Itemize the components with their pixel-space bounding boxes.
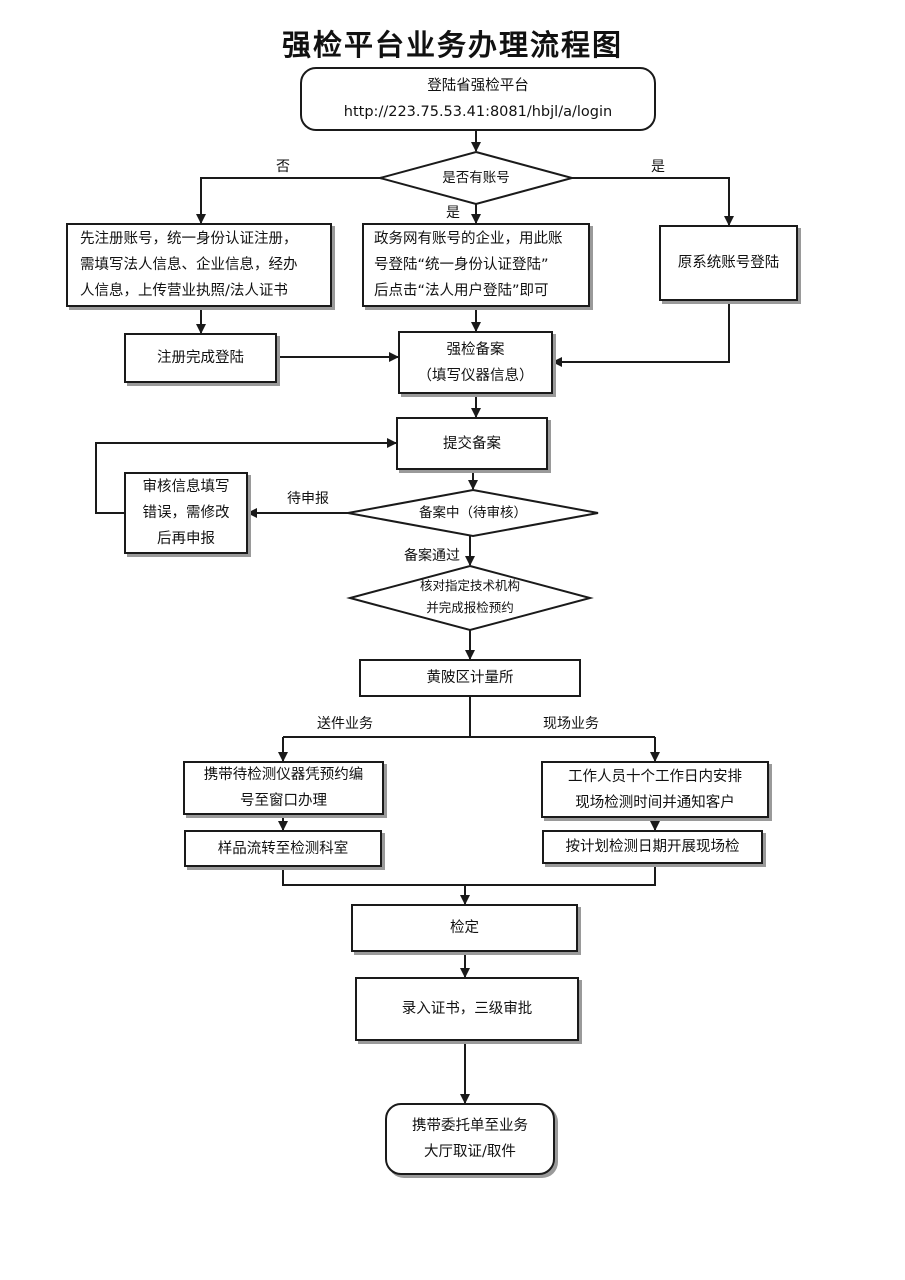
filing-node: 强检备案 （填写仪器信息） — [398, 331, 553, 394]
register-node: 先注册账号，统一身份认证注册， 需填写法人信息、企业信息，经办 人信息，上传营业… — [66, 223, 332, 307]
login-label: 登陆省强检平台 — [427, 78, 529, 94]
send-business-label: 送件业务 — [317, 716, 373, 732]
page-title: 强检平台业务办理流程图 — [281, 28, 623, 62]
sample-flow-label: 样品流转至检测科室 — [217, 840, 349, 857]
onsite-plan-label: 按计划检测日期开展现场检 — [565, 839, 740, 855]
review-error-line-3: 后再申报 — [157, 531, 215, 547]
to-declare-label: 待申报 — [287, 491, 329, 507]
inspect-label: 检定 — [450, 920, 479, 936]
register-line-1: 先注册账号，统一身份认证注册， — [80, 231, 298, 247]
original-login-node: 原系统账号登陆 — [659, 225, 798, 301]
login-url: http://223.75.53.41:8081/hbjl/a/login — [343, 104, 613, 120]
register-done-node: 注册完成登陆 — [124, 333, 277, 383]
branch-yes-center-label: 是 — [446, 205, 460, 221]
review-error-line-1: 审核信息填写 — [142, 479, 230, 495]
verify-line-1: 核对指定技术机构 — [419, 578, 520, 593]
bring-instrument-line-2: 号至窗口办理 — [240, 793, 327, 809]
register-done-label: 注册完成登陆 — [157, 350, 244, 366]
verify-line-2: 并完成报检预约 — [426, 600, 514, 615]
bring-instrument-line-1: 携带待检测仪器凭预约编 — [203, 767, 364, 783]
gov-account-node: 政务网有账号的企业，用此账 号登陆“统一身份认证登陆” 后点击“法人用户登陆”即… — [362, 223, 590, 307]
staff-arrange-line-1: 工作人员十个工作日内安排 — [568, 768, 742, 785]
gov-account-line-2: 号登陆“统一身份认证登陆” — [374, 257, 549, 273]
submit-label: 提交备案 — [443, 435, 501, 452]
onsite-plan-node: 按计划检测日期开展现场检 — [542, 830, 763, 864]
certificate-label: 录入证书，三级审批 — [401, 1001, 533, 1017]
pending-label: 备案中（待审核） — [419, 505, 527, 521]
staff-arrange-line-2: 现场检测时间并通知客户 — [575, 794, 735, 811]
pending-diamond — [347, 488, 599, 538]
register-line-2: 需填写法人信息、企业信息，经办 — [80, 257, 298, 273]
institute-label: 黄陂区计量所 — [426, 670, 514, 686]
review-error-node: 审核信息填写 错误，需修改 后再申报 — [124, 472, 248, 554]
register-line-3: 人信息，上传营业执照/法人证书 — [80, 283, 288, 299]
verify-label: 核对指定技术机构 并完成报检预约 — [395, 575, 545, 619]
login-node: 登陆省强检平台 http://223.75.53.41:8081/hbjl/a/… — [300, 67, 656, 131]
bring-instrument-node: 携带待检测仪器凭预约编 号至窗口办理 — [183, 761, 384, 815]
pickup-line-2: 大厅取证/取件 — [424, 1144, 516, 1160]
branch-yes-right-label: 是 — [651, 159, 665, 175]
onsite-business-label: 现场业务 — [543, 716, 599, 732]
staff-arrange-node: 工作人员十个工作日内安排 现场检测时间并通知客户 — [541, 761, 769, 818]
submit-node: 提交备案 — [396, 417, 548, 470]
original-login-label: 原系统账号登陆 — [677, 255, 780, 271]
institute-node: 黄陂区计量所 — [359, 659, 581, 697]
certificate-node: 录入证书，三级审批 — [355, 977, 579, 1041]
pickup-line-1: 携带委托单至业务 — [412, 1118, 528, 1134]
pickup-node: 携带委托单至业务 大厅取证/取件 — [385, 1103, 555, 1175]
review-error-line-2: 错误，需修改 — [142, 505, 230, 521]
approved-label: 备案通过 — [404, 548, 460, 564]
gov-account-line-3: 后点击“法人用户登陆”即可 — [374, 283, 549, 299]
filing-line-1: 强检备案 — [446, 341, 505, 358]
sample-flow-node: 样品流转至检测科室 — [184, 830, 382, 867]
filing-line-2: （填写仪器信息） — [417, 367, 534, 384]
inspect-node: 检定 — [351, 904, 578, 952]
gov-account-line-1: 政务网有账号的企业，用此账 — [374, 231, 563, 247]
has-account-label: 是否有账号 — [442, 170, 510, 186]
branch-no-label: 否 — [276, 159, 290, 175]
